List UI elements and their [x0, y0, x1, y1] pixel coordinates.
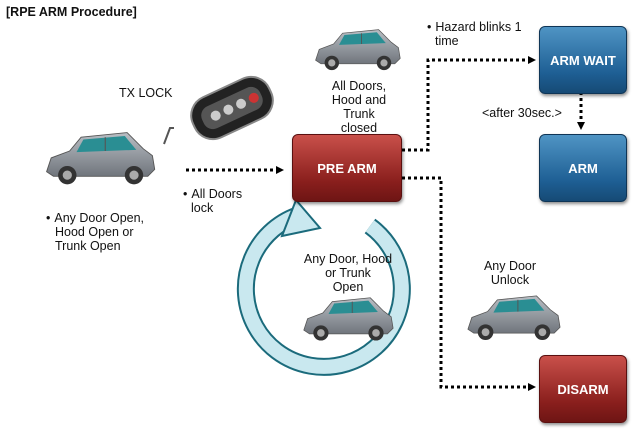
label-all-doors-closed: All Doors, Hood and Trunk closed — [331, 79, 387, 135]
label-hazard: Hazard blinks 1 time — [427, 20, 522, 48]
connector-prearm-to-disarm — [402, 176, 536, 391]
node-disarm: DISARM — [539, 355, 627, 423]
label-after-30sec: <after 30sec.> — [482, 106, 562, 120]
node-arm: ARM — [539, 134, 627, 202]
label-all-doors-lock: All Doors lock — [183, 187, 242, 215]
car-icon — [46, 132, 156, 185]
loop-arrow-icon — [236, 198, 411, 376]
node-arm-wait: ARM WAIT — [539, 26, 627, 94]
car-icon — [315, 29, 401, 71]
car-icon — [303, 297, 394, 342]
car-icon — [467, 295, 561, 341]
label-loop-open: Any Door, Hood or Trunk Open — [303, 252, 393, 294]
label-any-unlock: Any Door Unlock — [483, 259, 537, 287]
node-pre-arm: PRE ARM — [292, 134, 402, 202]
diagram-title: [RPE ARM Procedure] — [6, 5, 137, 19]
label-tx-lock: TX LOCK — [119, 86, 173, 100]
label-any-open: Any Door Open, Hood Open or Trunk Open — [46, 211, 144, 253]
connector-prearm-to-armwait — [402, 56, 536, 152]
key-fob-icon — [190, 75, 274, 141]
trunk-open-icon — [163, 127, 174, 145]
